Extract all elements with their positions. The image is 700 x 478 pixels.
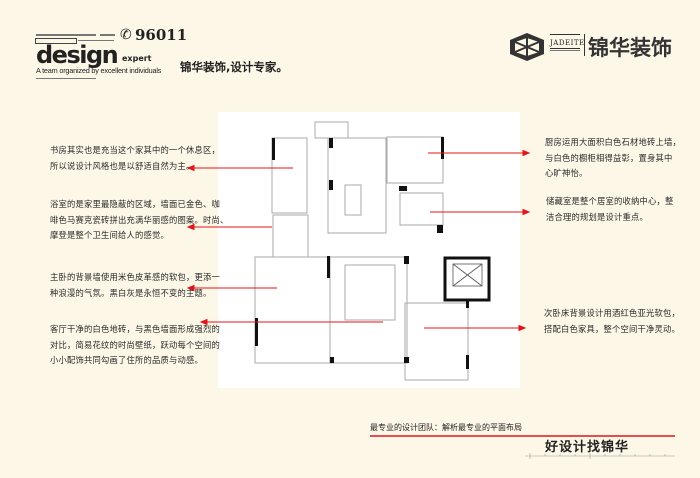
note-line: 小小配饰共同勾画了住所的品质与动感。 <box>50 355 203 365</box>
note-line: 所以说设计风格也是以舒适自然为主。 <box>50 160 195 171</box>
dining-area <box>327 137 387 234</box>
note-living-room: 客厅干净的白色地砖，与黑色墙面形成强烈的 对比，简易花纹的时尚壁纸，跃动每个空间… <box>50 322 220 369</box>
scale-ruler <box>525 453 675 459</box>
note-study: 书房其实也是充当这个家其中的一个休息区， 所以说设计风格也是以舒适自然为主。 <box>50 143 220 174</box>
note-line: 书房其实也是充当这个家其中的一个休息区， <box>50 145 220 155</box>
tagline-en: A team organized by excellent individual… <box>36 66 162 75</box>
brand-sub: expert <box>122 54 152 63</box>
slogan-cn: 锦华装饰,设计专家。 <box>180 60 288 74</box>
fine-print <box>550 50 580 51</box>
note-line: 客厅干净的白色地砖，与黑色墙面形成强烈的 <box>50 324 220 334</box>
note-line: 搭配白色家具，整个空间干净灵动。 <box>544 323 680 334</box>
living-room <box>329 256 408 364</box>
note-second-bedroom: 次卧床背景设计用酒红色亚光软包， 搭配白色家具，整个空间干净灵动。 <box>544 306 680 337</box>
floor-plan <box>218 112 520 388</box>
note-line: 心旷神怡。 <box>545 168 588 178</box>
footer-caption: 最专业的设计团队：解析最专业的平面布局 <box>370 423 522 432</box>
tag-box <box>35 38 77 44</box>
logo-cn: 锦华装饰 <box>588 35 672 60</box>
fine-print <box>36 78 96 79</box>
fine-print <box>36 34 96 36</box>
study-room <box>271 137 308 214</box>
phone-icon: ✆ <box>120 27 132 43</box>
bathroom <box>272 214 309 258</box>
note-kitchen: 厨房运用大面积白色石材地砖上墙， 与白色的橱柜相得益彰，置身其中 心旷神怡。 <box>545 135 681 182</box>
note-bathroom: 浴室的是家里最隐蔽的区域，墙面已金色、咖 啡色马赛克瓷砖拼出充满华丽感的图案。时… <box>50 197 228 244</box>
note-line: 洁合理的规划是设计重点。 <box>546 211 648 222</box>
brand-word: design <box>36 41 119 69</box>
fine-print <box>100 34 115 36</box>
master-bedroom <box>254 256 331 364</box>
footer-slogan: 好设计找锦华 <box>545 440 630 455</box>
hexagon-cube-logo-icon <box>510 33 544 61</box>
note-line: 摩登是整个卫生间给人的感觉。 <box>50 230 169 240</box>
note-line: 浴室的是家里最隐蔽的区域，墙面已金色、咖 <box>50 199 220 209</box>
note-master-bedroom: 主卧的背景墙使用米色皮革感的软包，更添一 种浪漫的气氛。黑白灰是永恒不变的主题。 <box>50 270 220 301</box>
logo-en-box: JADEITE <box>550 34 584 49</box>
black-walls <box>255 137 469 369</box>
note-line: 厨房运用大面积白色石材地砖上墙， <box>545 137 681 147</box>
elevator-car <box>452 263 483 287</box>
note-line: 啡色马赛克瓷砖拼出充满华丽感的图案。时尚、 <box>50 214 229 225</box>
note-line: 种浪漫的气氛。黑白灰是永恒不变的主题。 <box>50 287 212 298</box>
fine-print <box>78 40 114 41</box>
storage-room <box>399 192 444 226</box>
note-line: 与白色的橱柜相得益彰，置身其中 <box>545 152 673 163</box>
note-storage: 储藏室是整个居室的收纳中心，整 洁合理的规划是设计重点。 <box>546 194 673 225</box>
sofa <box>344 264 396 321</box>
note-line: 主卧的背景墙使用米色皮革感的软包，更添一 <box>50 272 220 282</box>
elevator-cross <box>452 263 483 287</box>
dining-table <box>344 184 362 216</box>
logo-divider <box>584 34 585 56</box>
logo-en: JADEITE <box>550 39 585 47</box>
phone-number: 96011 <box>135 26 188 44</box>
annotation-lines <box>186 149 531 332</box>
top-balcony <box>314 121 349 139</box>
second-bedroom <box>404 302 469 381</box>
note-line: 对比，简易花纹的时尚壁纸，跃动每个空间的 <box>50 339 220 350</box>
note-line: 储藏室是整个居室的收纳中心，整 <box>546 196 674 206</box>
note-line: 次卧床背景设计用酒红色亚光软包， <box>544 308 680 318</box>
kitchen <box>386 136 444 184</box>
